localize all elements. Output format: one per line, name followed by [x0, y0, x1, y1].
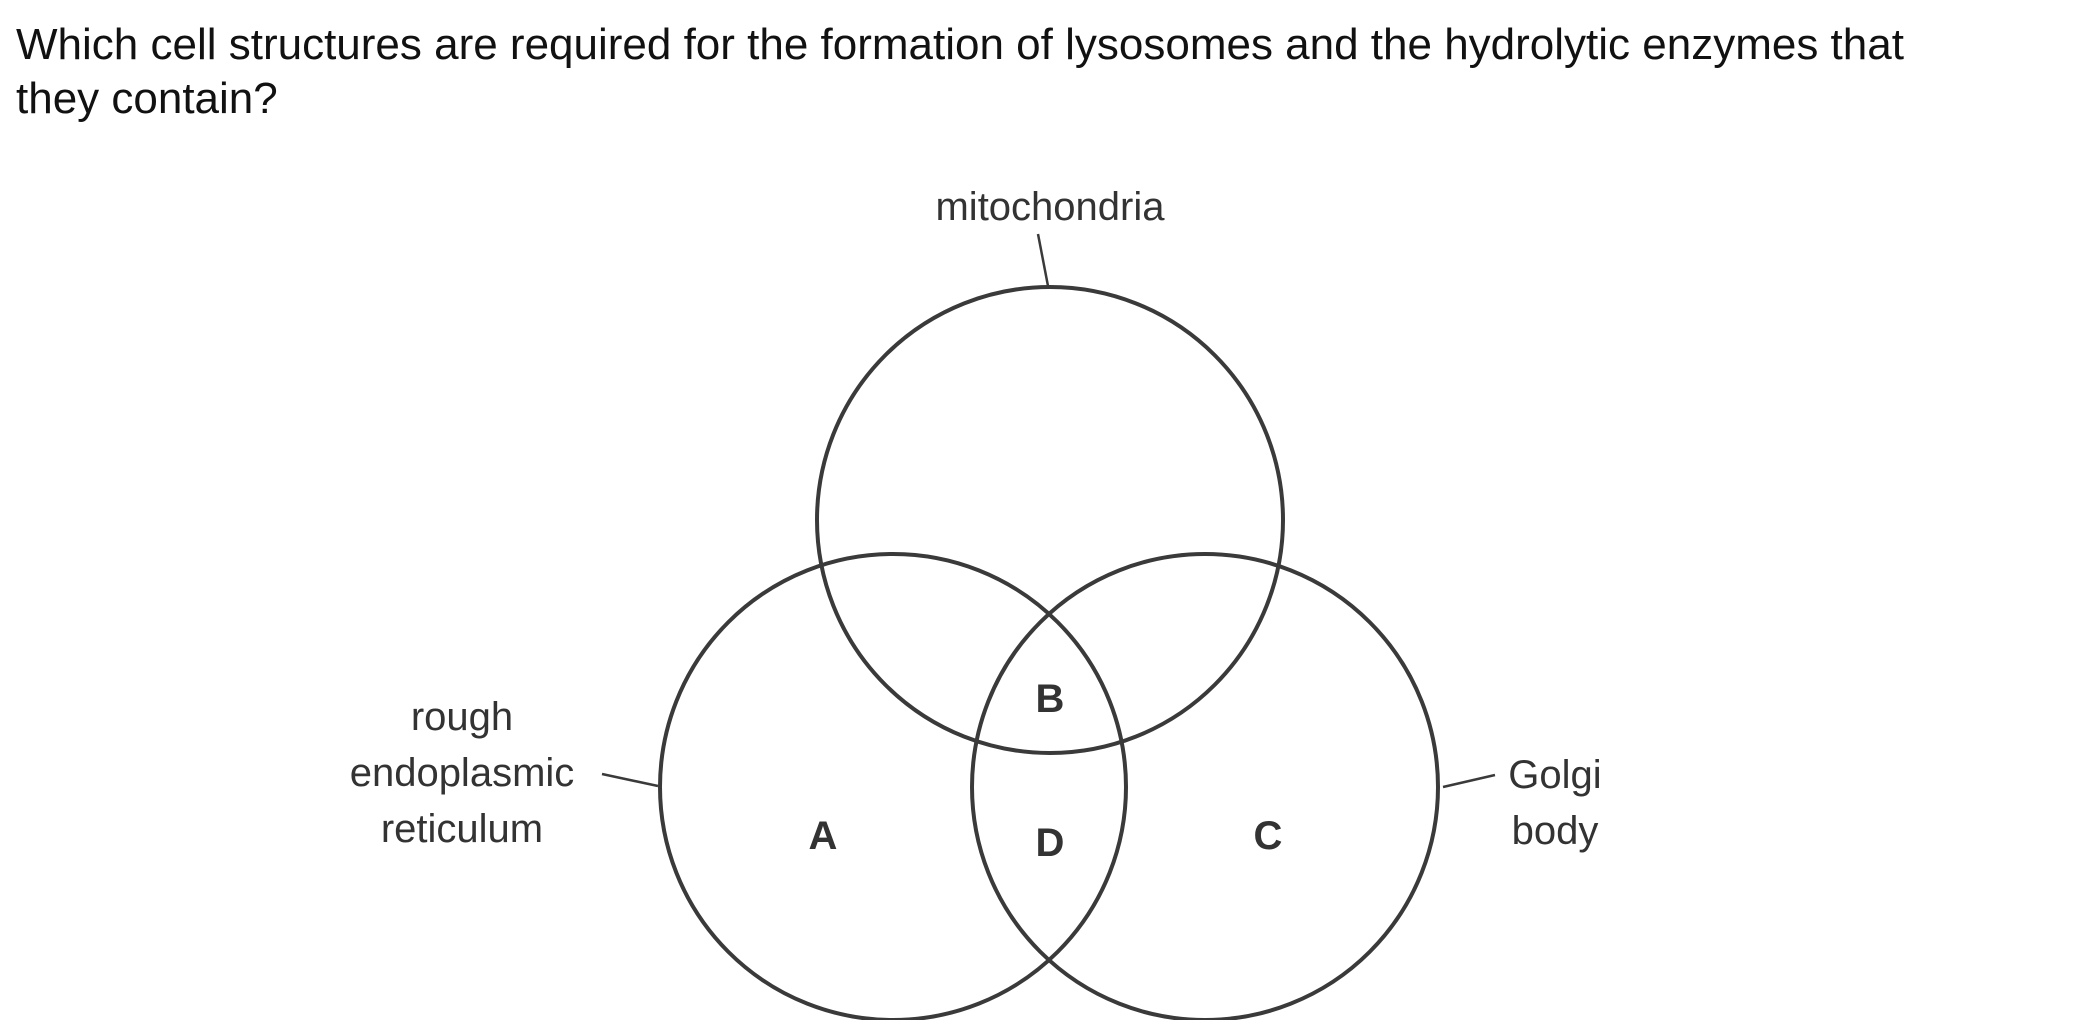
region-letter-b: B: [1036, 677, 1065, 721]
region-letter-c: C: [1254, 814, 1283, 858]
question-text: Which cell structures are required for t…: [16, 18, 2056, 126]
region-letter-d: D: [1036, 821, 1065, 865]
rough-er-label-line-1: rough: [411, 695, 513, 739]
rough-er-leader-line: [601, 772, 659, 788]
question-line-2: they contain?: [16, 74, 278, 123]
region-letter-a: A: [809, 814, 838, 858]
golgi-body-label-line-1: Golgi: [1508, 753, 1601, 797]
golgi-body-leader-line: [1442, 773, 1496, 789]
mitochondria-leader-line: [1036, 233, 1050, 287]
mitochondria-label: mitochondria: [935, 185, 1165, 229]
golgi-body-label-line-2: body: [1512, 809, 1599, 853]
rough-er-label-line-3: reticulum: [381, 807, 543, 851]
question-line-1: Which cell structures are required for t…: [16, 20, 1904, 69]
rough-er-circle: [658, 552, 1128, 1020]
mitochondria-circle: [815, 285, 1285, 755]
rough-er-label-line-2: endoplasmic: [350, 751, 575, 795]
golgi-body-circle: [970, 552, 1440, 1020]
